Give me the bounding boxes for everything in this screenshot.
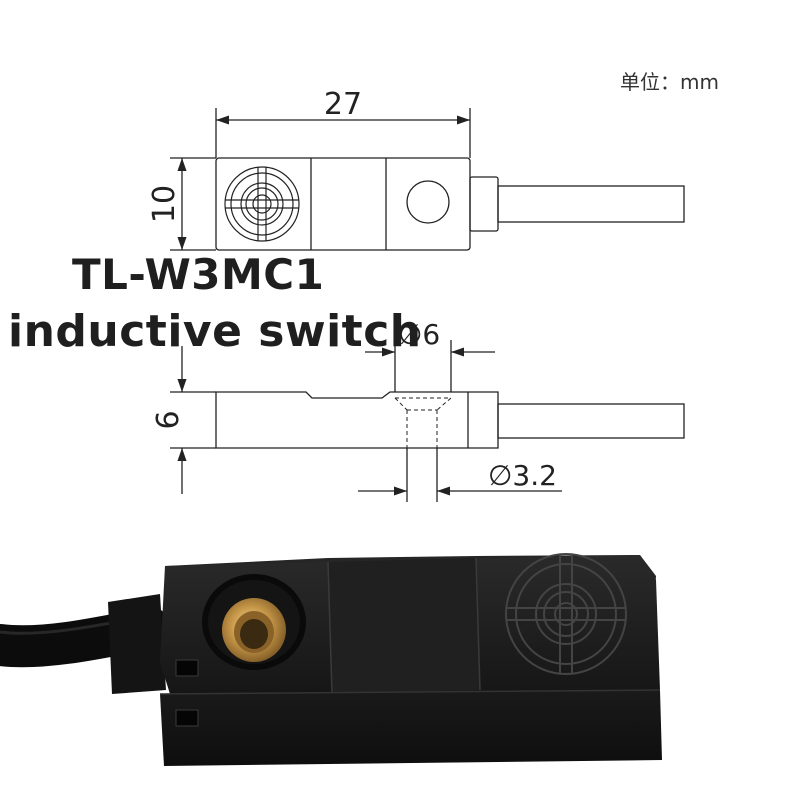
dim-inner-hole-diameter: ∅3.2 <box>488 459 557 492</box>
side-view <box>170 340 685 502</box>
sensor-photo <box>0 555 662 766</box>
embossed-target-icon <box>505 553 627 675</box>
dim-hole-diameter: ∅6 <box>398 318 440 351</box>
dim-height: 6 <box>151 410 186 429</box>
dim-width: 10 <box>147 185 182 223</box>
unit-label: 单位：mm <box>620 70 719 94</box>
product-model-title: TL-W3MC1 <box>72 250 325 299</box>
hidden-hole-lines <box>394 397 452 448</box>
product-type-title: inductive switch <box>8 306 422 357</box>
dim-length: 27 <box>324 87 362 122</box>
top-view <box>170 108 685 251</box>
target-crosshair-icon <box>224 166 300 242</box>
